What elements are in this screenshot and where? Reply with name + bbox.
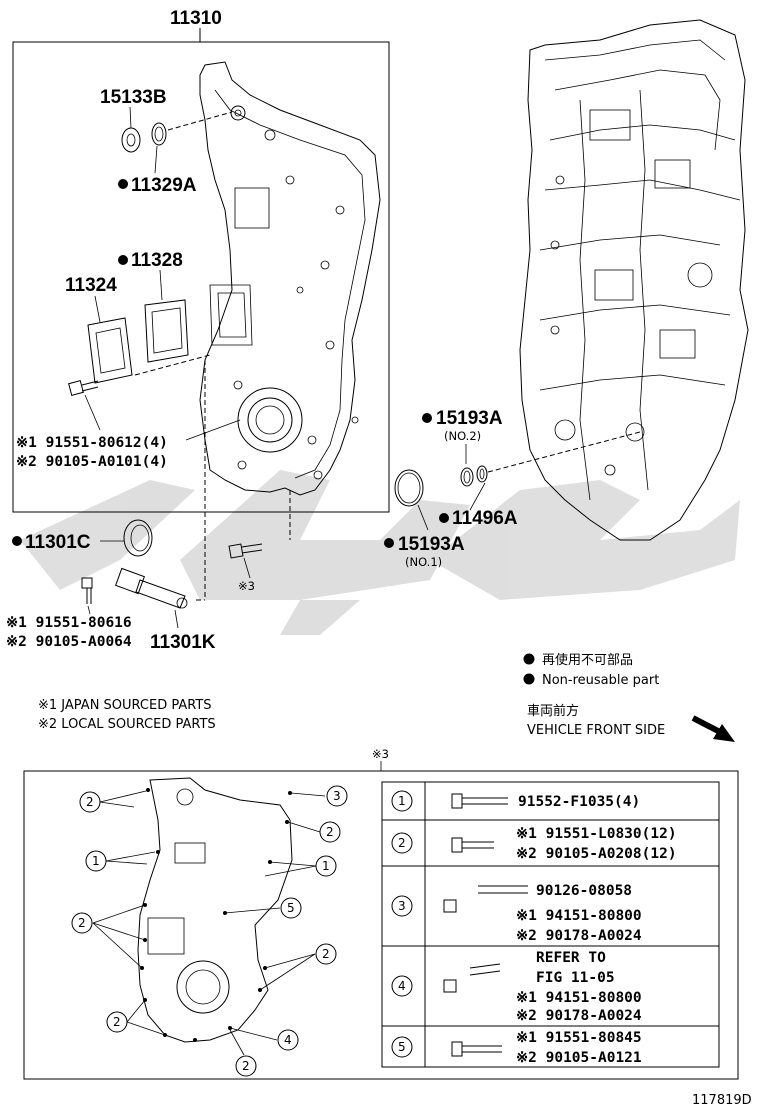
non-reusable-dot — [12, 536, 22, 546]
label-no1: (NO.1) — [405, 555, 442, 569]
label-bolt-jp-2: ※1 91551-80616 — [6, 615, 132, 631]
figure-id: 117819D — [692, 1093, 752, 1108]
non-reusable-dot — [523, 653, 535, 665]
non-reusable-dot — [118, 179, 128, 189]
callout-circle — [71, 912, 93, 934]
label-ref3-small: ※3 — [238, 579, 255, 593]
table-row-num: 4 — [398, 979, 406, 993]
cover-plate-11324 — [87, 317, 133, 384]
non-reusable-dot — [523, 673, 535, 685]
callout-number: 1 — [92, 854, 100, 868]
table-cell: ※1 94151-80800 — [516, 908, 642, 924]
callout-number: 4 — [284, 1033, 292, 1047]
callout-circle — [277, 1029, 299, 1051]
label-15193A-no1: 15193A — [398, 534, 465, 555]
non-reusable-dot — [439, 513, 449, 523]
callout-circle — [315, 855, 337, 877]
main-assembly-box — [12, 41, 390, 513]
callout-number: 1 — [322, 859, 330, 873]
callout-number: 2 — [86, 795, 94, 809]
table-cell: ※1 91551-80845 — [516, 1030, 642, 1046]
cover-outline-illustration — [137, 777, 293, 1043]
gasket-11328 — [144, 299, 189, 363]
label-bolt-local-2: ※2 90105-A0064 — [6, 634, 132, 650]
note-local: ※2 LOCAL SOURCED PARTS — [38, 717, 216, 732]
engine-block-illustration — [519, 19, 749, 541]
label-11324: 11324 — [65, 275, 117, 296]
table-row-num: 5 — [398, 1040, 406, 1054]
watermark-logo — [20, 470, 740, 635]
callout-number: 3 — [333, 789, 341, 803]
callout-number: 2 — [113, 1015, 121, 1029]
bolt-icon — [451, 837, 494, 853]
front-arrow-icon — [691, 715, 735, 742]
label-11301C: 11301C — [25, 532, 91, 553]
non-reusable-dot — [118, 255, 128, 265]
label-bolt-jp-1: ※1 91551-80612(4) — [16, 435, 168, 451]
callout-number: 2 — [242, 1059, 250, 1073]
callout-number: 5 — [287, 901, 295, 915]
table-row-num: 1 — [398, 794, 406, 808]
non-reusable-dot — [384, 538, 394, 548]
table-cell: ※2 90178-A0024 — [516, 928, 642, 944]
callout-number: 2 — [322, 947, 330, 961]
label-bolt-local-1: ※2 90105-A0101(4) — [16, 454, 168, 470]
callout-circle — [315, 943, 337, 965]
callout-circle — [235, 1055, 257, 1077]
callout-circle — [319, 821, 341, 843]
label-11329A: 11329A — [131, 175, 197, 196]
bolt-icon — [68, 380, 99, 396]
callout-number: 2 — [326, 825, 334, 839]
front-en: VEHICLE FRONT SIDE — [527, 723, 665, 738]
callout-circle — [326, 785, 348, 807]
bolt-icon — [228, 543, 263, 559]
front-jp: 車両前方 — [527, 703, 579, 719]
callout-circle — [280, 897, 302, 919]
callout-group: 2 3 2 1 1 5 2 2 2 4 2 — [71, 785, 348, 1077]
callout-number: 2 — [78, 916, 86, 930]
label-11310: 11310 — [170, 8, 222, 29]
bolt-icon — [451, 793, 508, 809]
bolt-icon — [451, 1041, 502, 1057]
bolt-icon — [81, 577, 93, 604]
label-11301K: 11301K — [150, 632, 216, 653]
callout-circle — [85, 850, 107, 872]
label-11328: 11328 — [131, 250, 183, 271]
callout-circle — [106, 1011, 128, 1033]
table-cell: 91552-F1035(4) — [518, 794, 640, 810]
timing-cover-illustration — [199, 61, 381, 496]
table-row-num: 3 — [398, 899, 406, 913]
stud-icon — [443, 885, 528, 913]
bolt-table: 1 91552-F1035(4) 2 ※1 91551-L0830(12) ※2… — [381, 781, 720, 1068]
label-11496A: 11496A — [452, 508, 518, 529]
seal-15133B — [121, 111, 233, 153]
oil-seal-11301C — [123, 519, 153, 557]
legend-en: Non-reusable part — [542, 673, 659, 688]
non-reusable-dot — [422, 413, 432, 423]
table-cell: REFER TO — [536, 950, 606, 966]
sensor-11301K — [115, 567, 188, 609]
table-cell: ※2 90178-A0024 — [516, 1008, 642, 1024]
table-row-num: 2 — [398, 836, 406, 850]
table-cell: ※1 91551-L0830(12) — [516, 826, 677, 842]
legend-jp: 再使用不可部品 — [542, 652, 633, 668]
table-cell: FIG 11-05 — [536, 970, 615, 986]
label-ref3-top: ※3 — [372, 747, 389, 761]
callout-circle — [79, 791, 101, 813]
bolt-layout-box — [23, 770, 739, 1080]
table-cell: ※1 94151-80800 — [516, 990, 642, 1006]
note-japan: ※1 JAPAN SOURCED PARTS — [38, 698, 212, 713]
table-cell: ※2 90105-A0208(12) — [516, 846, 677, 862]
label-15133B: 15133B — [100, 87, 167, 108]
o-ring-15193A-no2 — [460, 465, 488, 487]
stud-icon — [443, 963, 501, 993]
o-ring-15193A-no1 — [394, 469, 424, 507]
table-cell: 90126-08058 — [536, 883, 632, 899]
label-no2: (NO.2) — [444, 429, 481, 443]
label-15193A-no2: 15193A — [436, 408, 503, 429]
table-cell: ※2 90105-A0121 — [516, 1050, 642, 1066]
